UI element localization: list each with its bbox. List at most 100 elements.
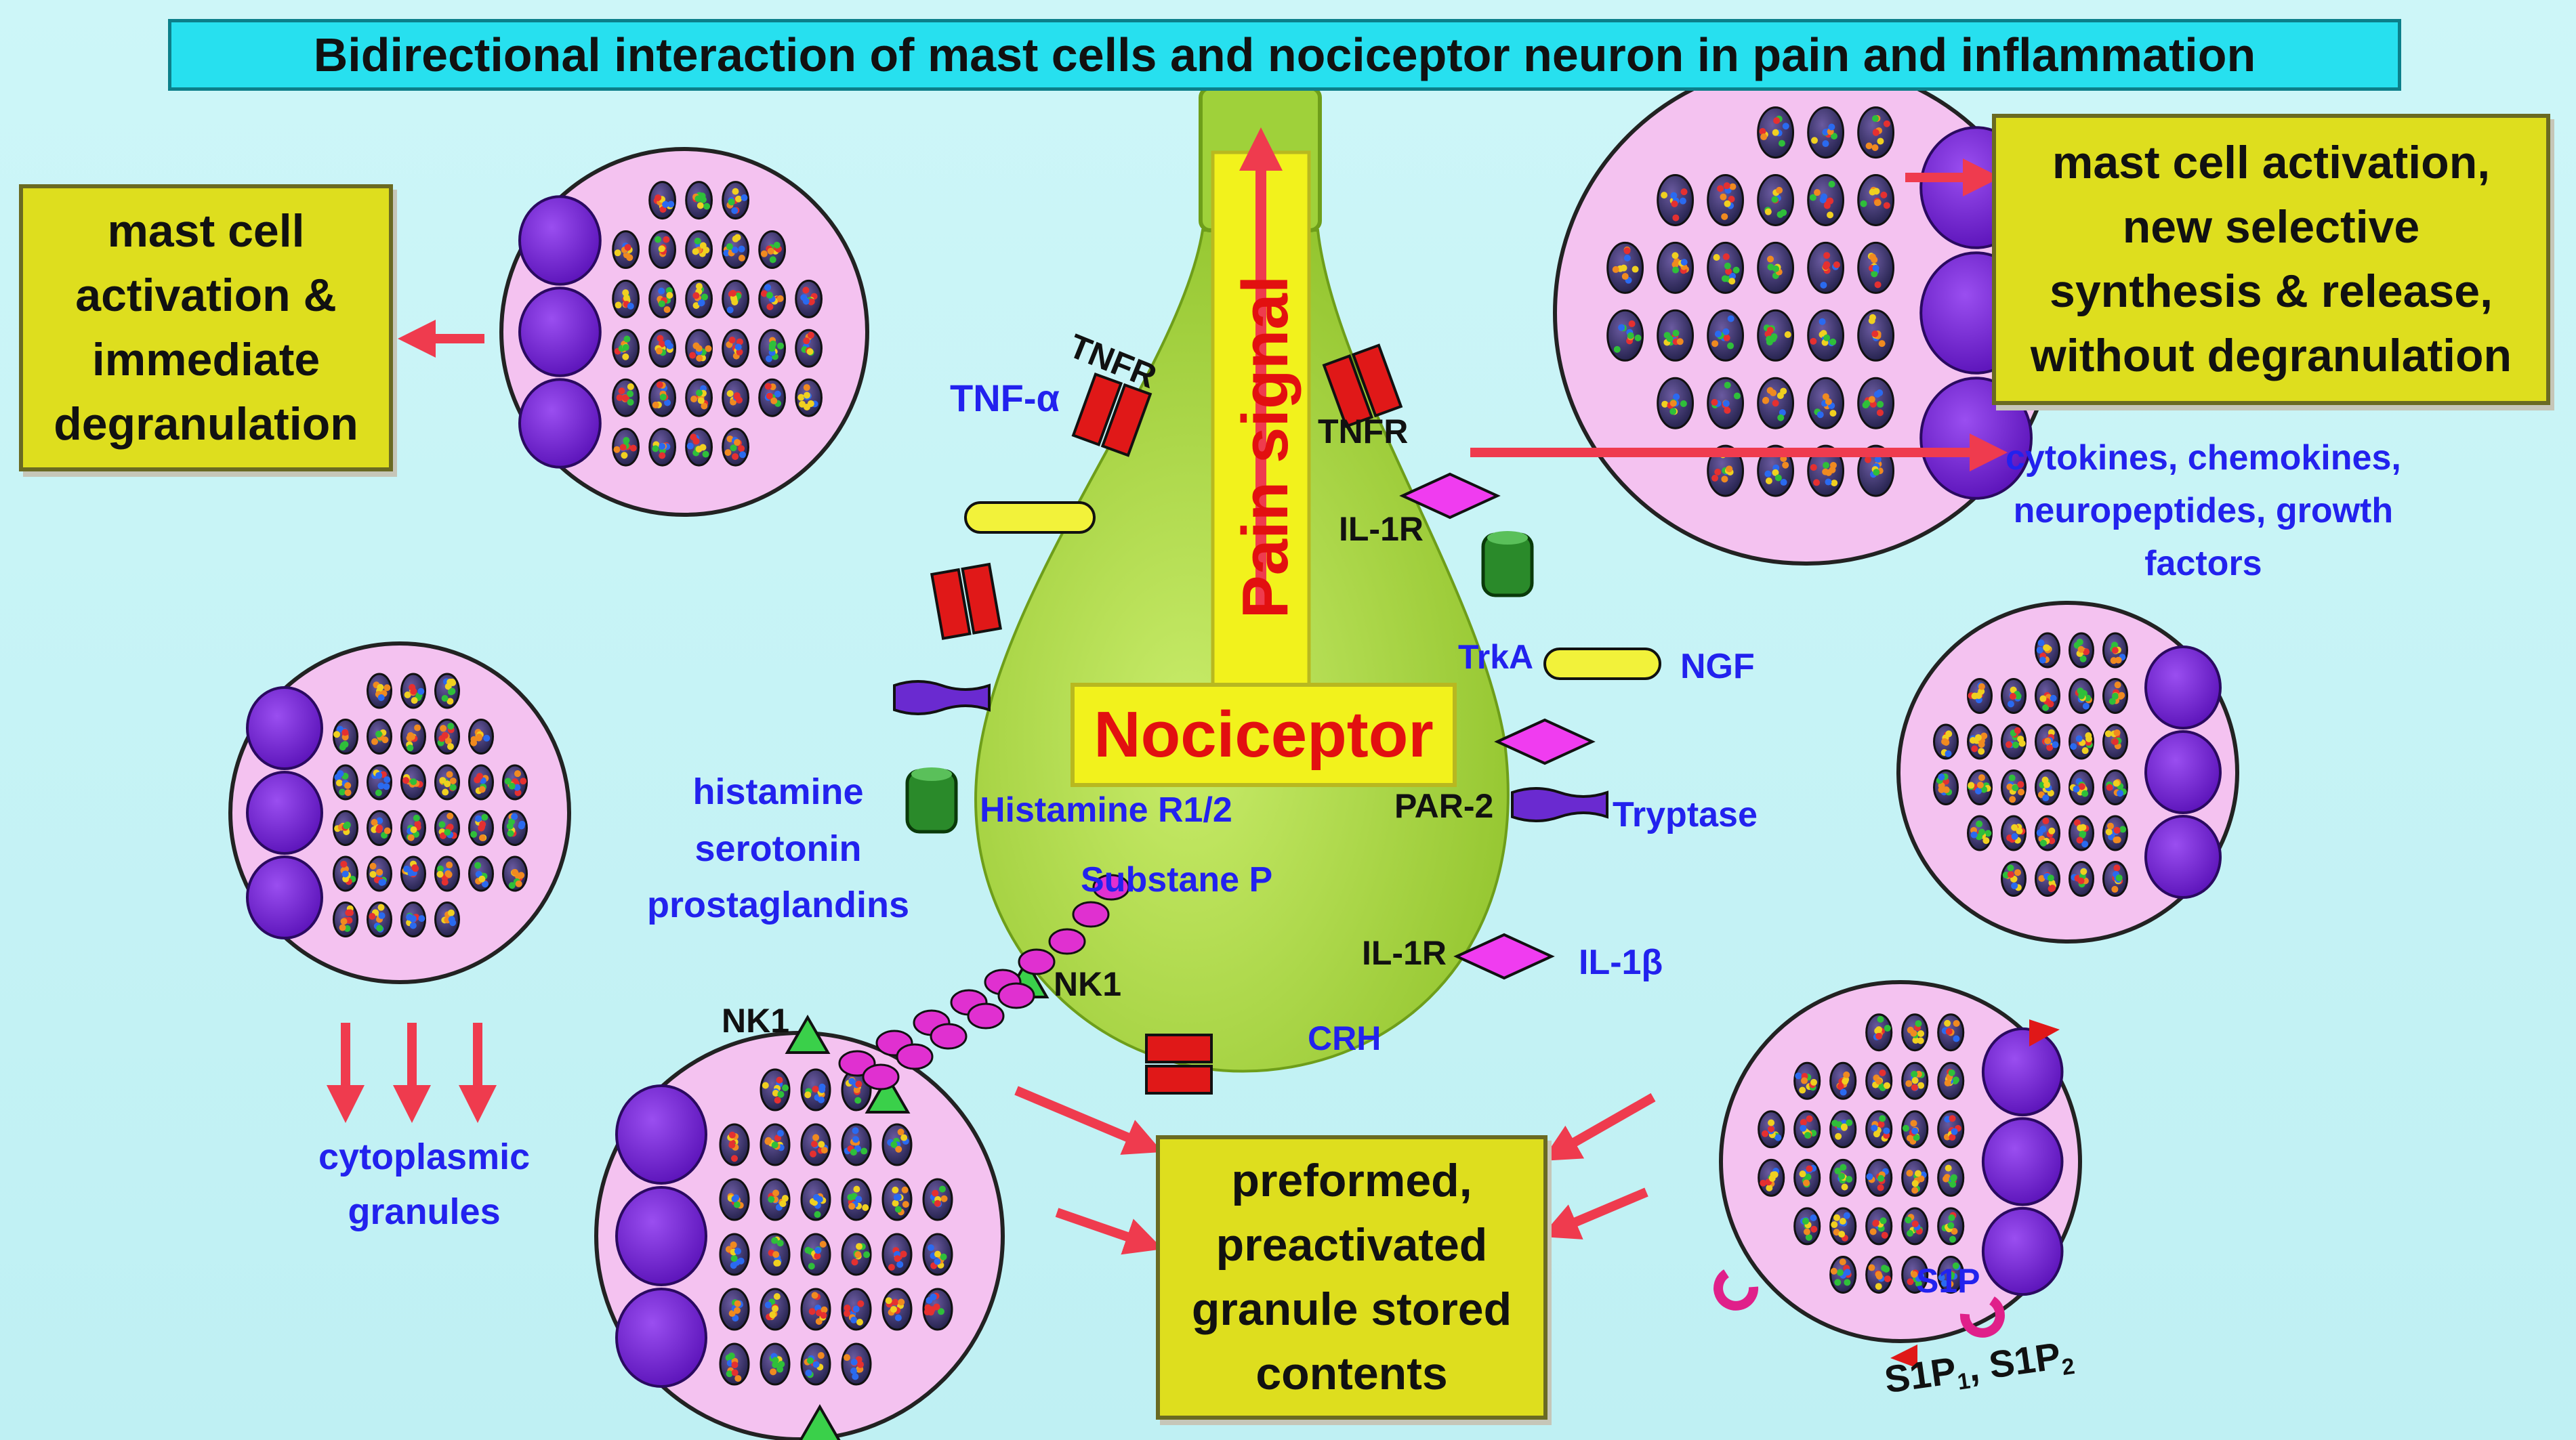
granule-dot <box>658 287 665 295</box>
granule-dot <box>1953 1019 1960 1027</box>
trka-label: TrkA <box>1458 638 1534 676</box>
granule-dot <box>514 784 521 791</box>
granule-dot <box>724 449 732 457</box>
granule-dot <box>417 687 425 695</box>
granule-dot <box>665 287 673 294</box>
granule-dot <box>731 247 739 254</box>
granule-dot <box>1780 479 1787 486</box>
granule-dot <box>1822 129 1829 136</box>
granule-dot <box>2081 841 2089 848</box>
granule-dot <box>1943 739 1950 746</box>
granule-dot <box>1666 335 1674 343</box>
granule-dot <box>376 824 383 832</box>
granule-dot <box>340 918 348 925</box>
granule-dot <box>1810 337 1817 345</box>
granule-dot <box>1806 1165 1813 1172</box>
granule-dot <box>2077 877 2085 885</box>
granule-dot <box>1768 1125 1775 1132</box>
granule-dot <box>659 394 667 401</box>
granule-dot <box>894 1193 902 1201</box>
granule-dot <box>1759 127 1766 135</box>
granule-dot <box>476 734 483 741</box>
granule-dot <box>1876 409 1884 417</box>
box-preformed-contents: preformed, preactivated granule stored c… <box>1156 1135 1547 1420</box>
granule-dot <box>2012 784 2019 792</box>
granule-dot <box>807 1357 814 1364</box>
granule-dot <box>1613 345 1621 353</box>
granule-dot <box>863 1251 871 1258</box>
box-line: activation & <box>75 269 337 321</box>
granule-dot <box>1943 786 1950 794</box>
box-line: without degranulation <box>2030 330 2512 382</box>
granule-dot <box>476 773 484 780</box>
granule-dot <box>1970 831 1978 839</box>
granule-dot <box>1872 264 1879 272</box>
granule-dot <box>446 862 453 869</box>
granule-dot <box>1777 211 1784 218</box>
granule-dot <box>439 777 446 784</box>
granule-dot <box>1722 400 1730 407</box>
granule-dot <box>2042 704 2050 711</box>
granule-dot <box>741 194 748 201</box>
granule-dot <box>1907 1278 1914 1286</box>
granule-dot <box>897 1128 905 1136</box>
granule-dot <box>1809 194 1816 201</box>
box-line: mast cell <box>107 205 305 257</box>
granule-dot <box>1711 474 1719 482</box>
granule-dot <box>2046 744 2054 751</box>
granule-dot <box>375 730 383 738</box>
granule-dot <box>1985 830 1992 837</box>
par2-label: PAR-2 <box>1394 787 1494 825</box>
granule-dot <box>1877 1184 1884 1191</box>
granule-dot <box>369 870 377 878</box>
granule-dot <box>778 1361 785 1368</box>
granule-dot <box>1672 329 1680 337</box>
granule-dot <box>772 1251 780 1258</box>
granule-dot <box>1907 1026 1914 1034</box>
mast-cell <box>1553 60 2058 566</box>
granule-dot <box>764 383 772 390</box>
granule-dot <box>663 306 671 314</box>
granule-dot <box>885 1297 892 1305</box>
granule-dot <box>686 442 694 450</box>
granule-dot <box>1862 402 1869 409</box>
granule-dot <box>656 381 663 389</box>
granule-dot <box>844 1310 851 1317</box>
box-line: immediate <box>91 334 320 385</box>
granule-dot <box>1774 1134 1782 1141</box>
granule-dot <box>1884 1082 1891 1089</box>
granule-dot <box>1777 392 1784 400</box>
mast-cell <box>228 641 571 984</box>
granule-dot <box>474 862 482 869</box>
granule-dot <box>2047 700 2054 708</box>
granule-dot <box>1822 140 1829 148</box>
granule-dot <box>692 292 700 299</box>
granule-dot <box>2037 639 2045 647</box>
granule-dot <box>1774 474 1782 482</box>
granule-dot <box>738 254 745 261</box>
granule-dot <box>766 291 774 299</box>
granule-dot <box>470 830 478 838</box>
granule-dot <box>1810 464 1817 471</box>
granule-dot <box>808 1263 815 1270</box>
granule-dot <box>1877 400 1884 408</box>
granule-dot <box>619 444 627 451</box>
granule-dot <box>855 1195 863 1203</box>
s1p-receptor <box>1890 1344 1917 1368</box>
granule-dot <box>1839 1218 1846 1225</box>
granule-dot <box>376 925 383 932</box>
granule-dot <box>1833 261 1840 268</box>
granule-dot <box>2044 737 2052 744</box>
granule-dot <box>627 383 634 390</box>
granule-dot <box>692 248 699 255</box>
red-arrow <box>1055 1208 1163 1255</box>
granule-dot <box>1805 1233 1812 1241</box>
granule-dot <box>1871 330 1879 337</box>
granule-dot <box>1844 1279 1851 1286</box>
granule-dot <box>938 1185 946 1193</box>
granule-dot <box>894 1314 902 1321</box>
granule-dot <box>1846 1119 1853 1126</box>
granule-dot <box>1803 1228 1810 1235</box>
granule-dot <box>1913 1134 1920 1141</box>
granule-dot <box>890 1306 897 1313</box>
